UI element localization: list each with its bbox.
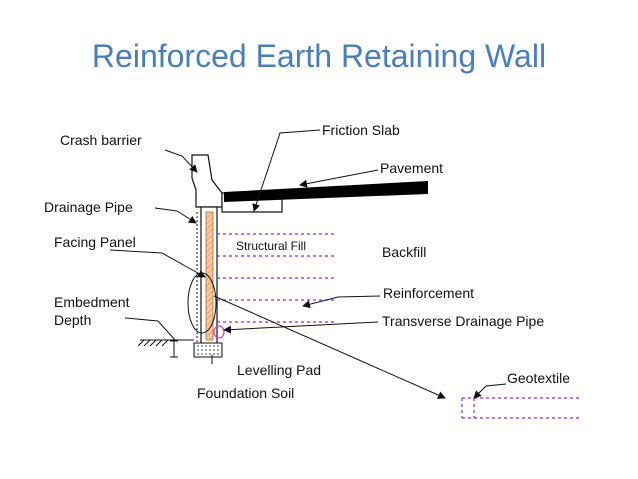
label-pavement: Pavement <box>380 160 443 176</box>
geotextile-detail <box>461 397 582 419</box>
leader-drainage-pipe <box>154 207 197 224</box>
label-embedment-1: Embedment <box>54 294 130 310</box>
label-backfill: Backfill <box>382 244 426 260</box>
label-geotextile: Geotextile <box>507 370 570 386</box>
leader-facing-panel <box>109 249 206 278</box>
reinforcement-strips <box>217 233 335 323</box>
leader-geotextile-label <box>473 383 507 399</box>
slide-title: Reinforced Earth Retaining Wall <box>91 38 547 74</box>
label-facing-panel: Facing Panel <box>54 234 136 250</box>
label-transverse-drainage-pipe: Transverse Drainage Pipe <box>382 313 544 329</box>
label-friction-slab: Friction Slab <box>322 122 400 138</box>
facing-panel-hatched <box>205 211 214 341</box>
label-levelling-pad: Levelling Pad <box>237 362 321 378</box>
label-drainage-pipe: Drainage Pipe <box>44 199 133 215</box>
label-foundation-soil: Foundation Soil <box>197 385 294 401</box>
ground-surface <box>137 339 194 347</box>
leader-lines <box>109 129 507 399</box>
leader-reinforcement <box>302 295 381 309</box>
leader-transverse <box>223 321 379 334</box>
pavement-shape <box>224 181 428 202</box>
leader-geotextile <box>213 295 446 399</box>
crash-barrier-shape <box>191 154 223 208</box>
levelling-pad-shape <box>193 342 223 358</box>
leader-pavement <box>299 169 379 188</box>
leader-crash-barrier <box>164 149 198 173</box>
label-structural-fill: Structural Fill <box>236 239 306 253</box>
label-embedment-2: Depth <box>54 312 91 328</box>
leader-friction-slab <box>252 129 321 212</box>
leader-embedment <box>124 317 176 341</box>
label-reinforcement: Reinforcement <box>383 285 474 301</box>
label-crash-barrier: Crash barrier <box>60 132 142 148</box>
